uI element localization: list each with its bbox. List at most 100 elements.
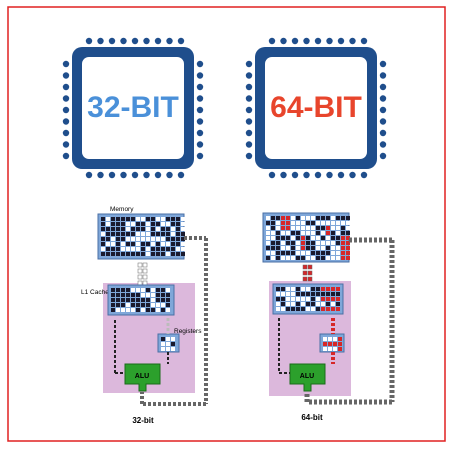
chip-pin: [379, 129, 387, 137]
memory-cell: [306, 307, 310, 311]
memory-cell: [266, 221, 270, 225]
memory-cell: [321, 297, 325, 301]
memory-grid-right: [266, 216, 350, 260]
memory-cell: [101, 247, 105, 251]
memory-cell: [161, 298, 165, 302]
memory-cell: [146, 293, 150, 297]
memory-cell: [106, 227, 110, 231]
memory-cell: [171, 347, 175, 351]
memory-cell: [126, 222, 130, 226]
memory-cell: [326, 256, 330, 260]
memory-cell: [346, 231, 350, 235]
memory-cell: [286, 251, 290, 255]
memory-cell: [156, 252, 160, 256]
bus-segment: [142, 262, 148, 268]
memory-cell: [326, 287, 330, 291]
memory-cell: [136, 288, 140, 292]
memory-cell: [111, 293, 115, 297]
memory-cell: [326, 297, 330, 301]
memory-cell: [126, 227, 130, 231]
memory-cell: [131, 252, 135, 256]
memory-cell: [161, 222, 165, 226]
memory-cell: [171, 227, 175, 231]
memory-cell: [151, 308, 155, 312]
memory-cell: [121, 252, 125, 256]
memory-cell: [126, 217, 130, 221]
chip-pin: [245, 129, 253, 137]
memory-cell: [286, 297, 290, 301]
memory-cell: [126, 293, 130, 297]
chip-pin: [196, 60, 204, 68]
memory-cell: [311, 241, 315, 245]
memory-cell: [323, 342, 327, 346]
memory-cell: [171, 252, 175, 256]
memory-cell: [323, 347, 327, 351]
memory-cell: [321, 256, 325, 260]
memory-cell: [306, 246, 310, 250]
memory-cell: [111, 232, 115, 236]
memory-cell: [331, 226, 335, 230]
memory-cell: [271, 216, 275, 220]
memory-cell: [296, 221, 300, 225]
memory-cell: [336, 216, 340, 220]
memory-cell: [121, 288, 125, 292]
memory-cell: [286, 302, 290, 306]
memory-cell: [121, 222, 125, 226]
memory-cell: [156, 227, 160, 231]
memory-cell: [271, 241, 275, 245]
memory-cell: [116, 222, 120, 226]
memory-cell: [291, 246, 295, 250]
memory-cell: [161, 252, 165, 256]
memory-cell: [126, 242, 130, 246]
memory-cell: [116, 308, 120, 312]
memory-cell: [346, 256, 350, 260]
memory-cell: [146, 227, 150, 231]
memory-cell: [121, 247, 125, 251]
memory-cell: [121, 237, 125, 241]
chip-pin: [314, 171, 322, 179]
memory-cell: [321, 241, 325, 245]
memory-cell: [321, 231, 325, 235]
chip-pin: [62, 95, 70, 102]
memory-cell: [151, 303, 155, 307]
memory-cell: [106, 252, 110, 256]
memory-cell: [156, 303, 160, 307]
memory-cell: [121, 217, 125, 221]
memory-cell: [316, 307, 320, 311]
memory-cell: [296, 231, 300, 235]
chip-pin: [62, 60, 70, 68]
memory-cell: [101, 232, 105, 236]
memory-cell: [306, 256, 310, 260]
memory-cell: [316, 231, 320, 235]
memory-cell: [301, 241, 305, 245]
chip-pin: [337, 171, 345, 179]
memory-cell: [326, 226, 330, 230]
memory-cell: [321, 302, 325, 306]
memory-cell: [276, 256, 280, 260]
memory-cell: [326, 307, 330, 311]
memory-cell: [311, 292, 315, 296]
chip-pin: [196, 152, 204, 160]
memory-cell: [271, 231, 275, 235]
memory-cell: [341, 231, 345, 235]
memory-cell: [326, 236, 330, 240]
memory-cell: [116, 237, 120, 241]
memory-cell: [276, 221, 280, 225]
memory-cell: [333, 342, 337, 346]
memory-cell: [291, 307, 295, 311]
memory-cell: [276, 251, 280, 255]
memory-cell: [311, 297, 315, 301]
memory-cell: [151, 227, 155, 231]
memory-cell: [331, 236, 335, 240]
memory-cell: [336, 221, 340, 225]
alu-right: [289, 363, 326, 392]
memory-cell: [311, 231, 315, 235]
memory-cell: [341, 236, 345, 240]
memory-cell: [116, 227, 120, 231]
memory-cell: [281, 292, 285, 296]
memory-cell: [136, 237, 140, 241]
memory-cell: [331, 297, 335, 301]
memory-grid-left: [101, 217, 185, 256]
memory-cell: [346, 226, 350, 230]
